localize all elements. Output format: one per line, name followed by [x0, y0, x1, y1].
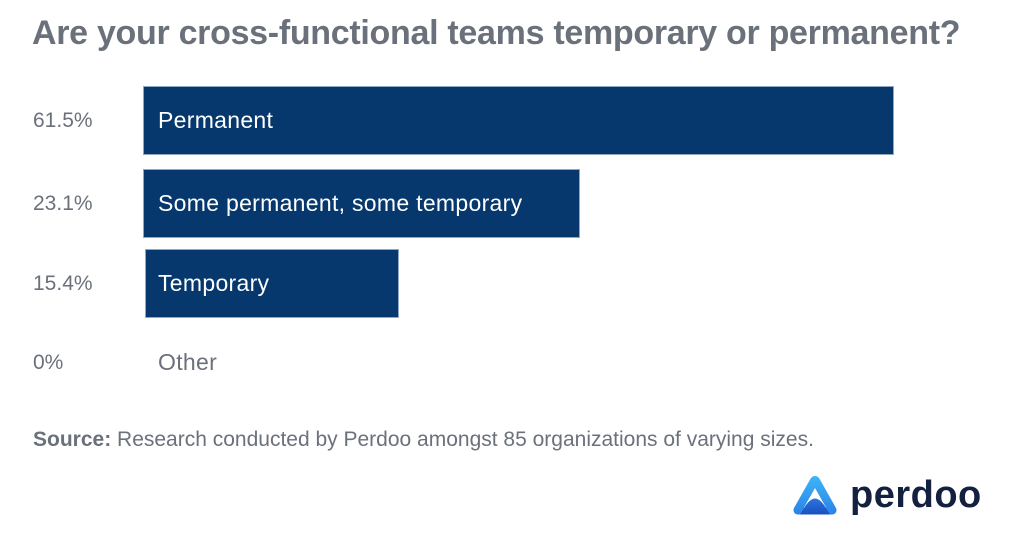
- value-label: 61.5%: [33, 109, 93, 132]
- source-note: Source: Research conducted by Perdoo amo…: [33, 428, 814, 452]
- category-label: Temporary: [158, 270, 270, 296]
- source-prefix: Source:: [33, 428, 112, 451]
- bar-permanent: [144, 87, 893, 154]
- bar-row-other: 0% Other: [0, 329, 1024, 396]
- bar-temporary: [146, 250, 398, 317]
- category-label: Permanent: [158, 107, 274, 133]
- category-label: Other: [158, 349, 218, 375]
- category-label: Some permanent, some temporary: [158, 190, 523, 216]
- bar-row-mixed: 23.1% Some permanent, some temporary: [0, 170, 1024, 237]
- value-label: 0%: [33, 351, 64, 374]
- value-label: 15.4%: [33, 272, 93, 295]
- perdoo-logo: perdoo: [792, 474, 982, 516]
- bar-row-permanent: 61.5% Permanent: [0, 87, 1024, 154]
- perdoo-triangle-logo-icon: [793, 476, 837, 515]
- chart-title: Are your cross-functional teams temporar…: [32, 14, 961, 52]
- logo-wordmark: perdoo: [850, 474, 982, 516]
- bar-mixed: [144, 170, 579, 237]
- value-label: 23.1%: [33, 192, 93, 215]
- source-text: Research conducted by Perdoo amongst 85 …: [111, 428, 814, 451]
- bar-row-temporary: 15.4% Temporary: [0, 250, 1024, 317]
